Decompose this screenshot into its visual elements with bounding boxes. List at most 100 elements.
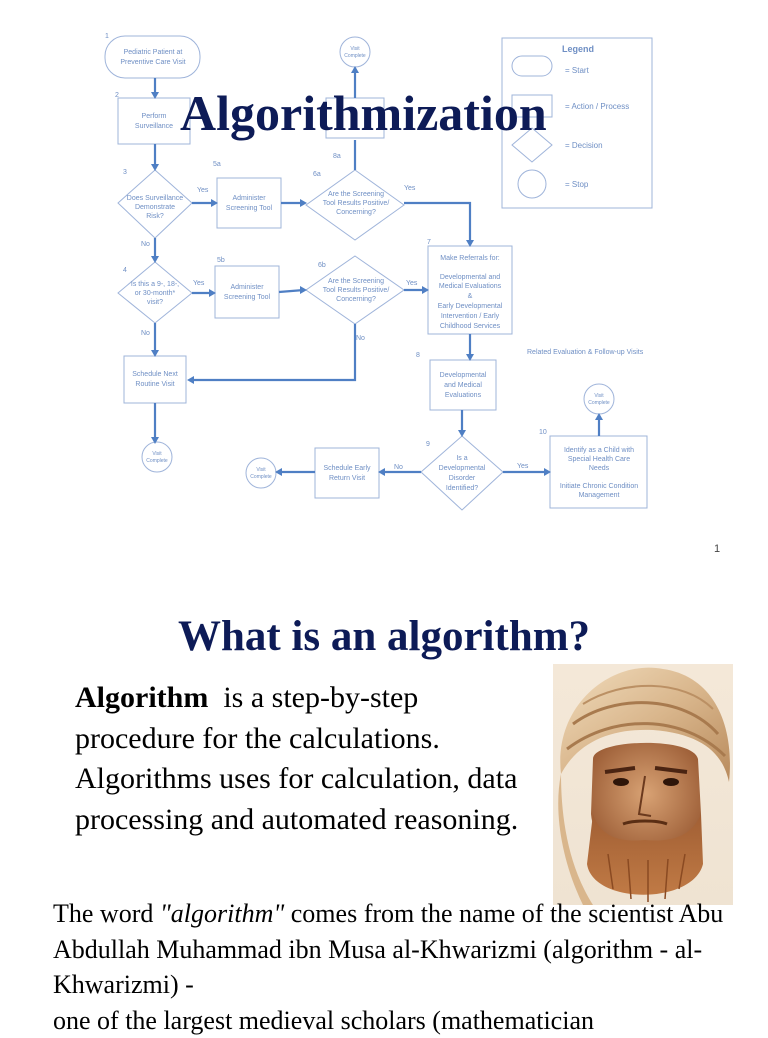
etymology-paragraph: The word "algorithm" comes from the name… xyxy=(53,896,768,1038)
svg-text:Medical Evaluations: Medical Evaluations xyxy=(439,283,502,290)
svg-text:Developmental and: Developmental and xyxy=(440,274,500,281)
svg-text:Complete: Complete xyxy=(250,474,272,480)
svg-text:Complete: Complete xyxy=(588,400,610,406)
svg-text:Visit: Visit xyxy=(350,46,360,52)
svg-text:5a: 5a xyxy=(213,161,221,168)
svg-text:Yes: Yes xyxy=(517,463,529,470)
svg-text:Identified?: Identified? xyxy=(446,485,478,492)
svg-text:Evaluations: Evaluations xyxy=(445,392,482,399)
svg-text:Tool Results Positive/: Tool Results Positive/ xyxy=(323,287,390,294)
svg-text:Early Developmental: Early Developmental xyxy=(438,303,503,310)
svg-text:visit?: visit? xyxy=(147,299,163,306)
svg-text:Perform: Perform xyxy=(142,113,167,120)
svg-text:No: No xyxy=(141,241,150,248)
svg-text:Management: Management xyxy=(579,492,620,499)
svg-text:Administer: Administer xyxy=(230,284,264,291)
svg-text:Demonstrate: Demonstrate xyxy=(135,204,175,211)
slide-1-title: Algorithmization xyxy=(180,85,547,141)
slide-1: Legend = Start = Action / Process = Deci… xyxy=(104,33,721,555)
svg-text:or 30-month*: or 30-month* xyxy=(135,290,176,297)
svg-text:Visit: Visit xyxy=(152,451,162,457)
svg-text:2: 2 xyxy=(115,92,119,99)
node-6a xyxy=(305,169,405,241)
svg-text:Preventive Care Visit: Preventive Care Visit xyxy=(120,59,185,66)
legend-action-label: = Action / Process xyxy=(565,102,629,111)
svg-text:Return Visit: Return Visit xyxy=(329,475,365,482)
svg-text:Tool Results Positive/: Tool Results Positive/ xyxy=(323,200,390,207)
legend-title: Legend xyxy=(562,44,594,54)
etymology-term: "algorithm" xyxy=(159,899,285,928)
node-11 xyxy=(123,355,187,404)
svg-text:Surveillance: Surveillance xyxy=(135,123,173,130)
page-number: 1 xyxy=(714,543,721,555)
svg-text:8: 8 xyxy=(416,352,420,359)
definition-text-2: Algorithms uses for calculation, data pr… xyxy=(75,762,519,836)
flowchart: Legend = Start = Action / Process = Deci… xyxy=(104,33,653,511)
svg-text:Yes: Yes xyxy=(406,280,418,287)
svg-text:Complete: Complete xyxy=(344,53,366,59)
svg-text:No: No xyxy=(356,335,365,342)
etymology-text-1: The word xyxy=(53,899,160,928)
stop-bottom xyxy=(245,457,277,489)
svg-text:Make Referrals for:: Make Referrals for: xyxy=(440,255,500,262)
svg-text:Yes: Yes xyxy=(404,185,416,192)
legend-decision-label: = Decision xyxy=(565,141,603,150)
svg-text:Are the Screening: Are the Screening xyxy=(328,191,384,198)
svg-text:Screening Tool: Screening Tool xyxy=(224,294,271,301)
svg-text:Risk?: Risk? xyxy=(146,213,164,220)
svg-text:3: 3 xyxy=(123,169,127,176)
svg-text:Developmental: Developmental xyxy=(439,465,486,472)
svg-text:Does Surveillance: Does Surveillance xyxy=(127,195,184,202)
stop-top xyxy=(339,36,371,68)
svg-text:Identify as a Child with: Identify as a Child with xyxy=(564,447,634,454)
svg-text:Concerning?: Concerning? xyxy=(336,296,376,303)
svg-text:Yes: Yes xyxy=(193,280,205,287)
svg-text:Screening Tool: Screening Tool xyxy=(226,205,273,212)
definition-text-1: is a step-by-step procedure for the calc… xyxy=(75,681,440,755)
legend-stop-label: = Stop xyxy=(565,180,589,189)
svg-text:8a: 8a xyxy=(333,153,341,160)
legend-decision-shape xyxy=(511,127,553,163)
slide-2-title: What is an algorithm? xyxy=(177,613,591,660)
svg-text:Is this a 9-, 18-,: Is this a 9-, 18-, xyxy=(131,281,179,288)
svg-text:Routine Visit: Routine Visit xyxy=(135,381,174,388)
svg-text:&: & xyxy=(468,293,473,300)
svg-text:Childhood Services: Childhood Services xyxy=(440,323,501,330)
stop-left xyxy=(141,441,173,473)
svg-text:Are the Screening: Are the Screening xyxy=(328,278,384,285)
svg-text:Yes: Yes xyxy=(197,187,209,194)
node-5b xyxy=(214,265,280,319)
algorithm-term: Algorithm xyxy=(75,681,209,714)
svg-text:Visit: Visit xyxy=(256,467,266,473)
legend-stop-shape xyxy=(517,169,547,199)
svg-text:Schedule Next: Schedule Next xyxy=(132,371,178,378)
svg-text:Disorder: Disorder xyxy=(449,475,476,482)
etymology-text-3: one of the largest medieval scholars (ma… xyxy=(53,1005,594,1035)
svg-text:No: No xyxy=(394,464,403,471)
svg-text:Schedule Early: Schedule Early xyxy=(323,465,371,472)
svg-text:No: No xyxy=(141,330,150,337)
svg-text:Complete: Complete xyxy=(146,458,168,464)
svg-text:10: 10 xyxy=(539,429,547,436)
legend-start-shape xyxy=(511,55,553,77)
svg-text:9: 9 xyxy=(426,441,430,448)
svg-text:Intervention / Early: Intervention / Early xyxy=(441,313,500,320)
legend-start-label: = Start xyxy=(565,66,590,75)
svg-text:Is a: Is a xyxy=(456,455,467,462)
svg-text:Special Health Care: Special Health Care xyxy=(568,456,630,463)
svg-text:Concerning?: Concerning? xyxy=(336,209,376,216)
node-1 xyxy=(104,35,201,79)
node-12 xyxy=(314,447,380,499)
svg-text:Administer: Administer xyxy=(232,195,266,202)
svg-text:4: 4 xyxy=(123,267,127,274)
definition-paragraph: Algorithm is a step-by-step procedure fo… xyxy=(75,678,545,840)
svg-text:6a: 6a xyxy=(313,171,321,178)
al-khwarizmi-portrait xyxy=(553,664,733,905)
svg-text:Visit: Visit xyxy=(594,393,604,399)
svg-text:and Medical: and Medical xyxy=(444,382,482,389)
stop-right xyxy=(583,383,615,415)
legend-action-shape xyxy=(511,94,553,118)
svg-text:Needs: Needs xyxy=(589,465,610,472)
node-9 xyxy=(420,435,504,511)
node-5a xyxy=(216,177,282,229)
